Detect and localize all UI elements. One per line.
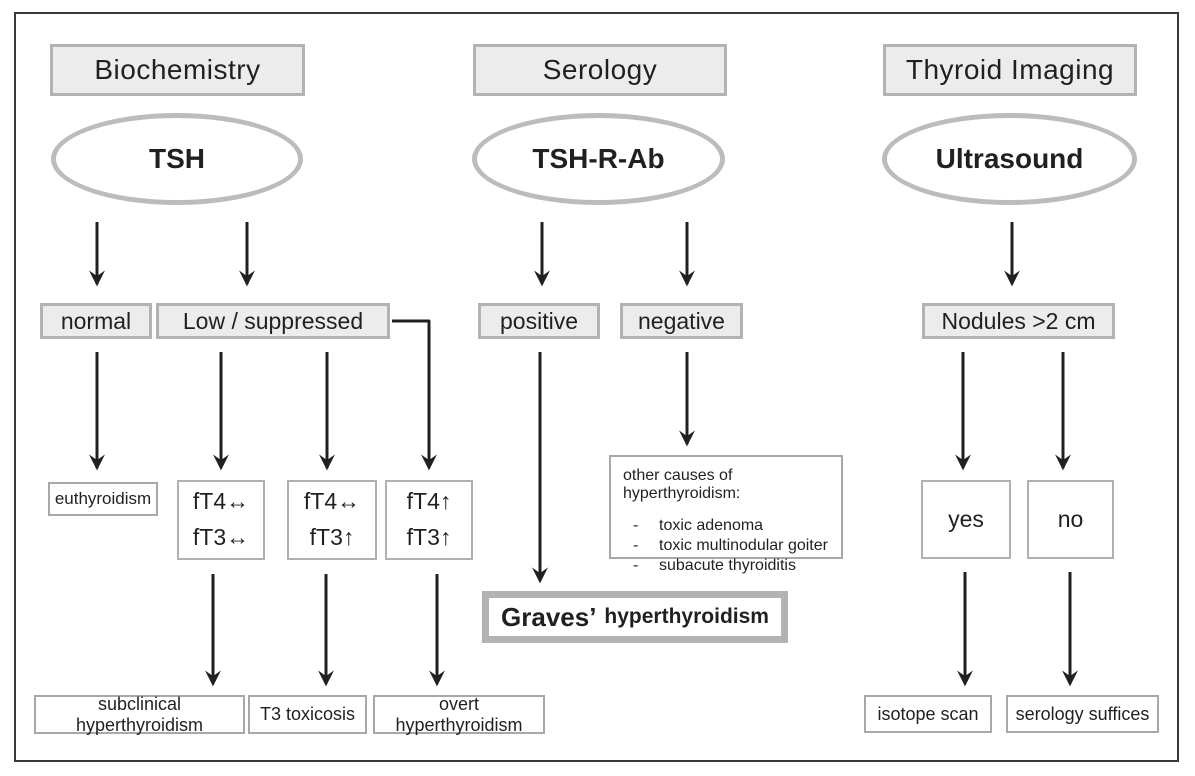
- ellipse-tsh-r-ab: TSH-R-Ab: [472, 113, 725, 205]
- box-negative: negative: [620, 303, 743, 339]
- ft4-line: fT4↔: [192, 488, 250, 515]
- box-ft4-normal-ft3-high: fT4↔ fT3↑: [287, 480, 377, 560]
- ft3-line: fT3↑: [309, 524, 355, 550]
- ellipse-tsh: TSH: [51, 113, 303, 205]
- ft3-line: fT3↑: [406, 524, 452, 550]
- box-yes: yes: [921, 480, 1011, 559]
- box-overt-hyperthyroidism: overt hyperthyroidism: [373, 694, 545, 735]
- graves-emphasis: Graves’: [501, 601, 597, 632]
- box-low-suppressed: Low / suppressed: [156, 303, 390, 339]
- box-normal: normal: [40, 303, 152, 339]
- header-biochemistry: Biochemistry: [50, 44, 305, 96]
- list-item-label: toxic adenoma: [659, 517, 764, 534]
- other-causes-title: other causes of hyperthyroidism:: [623, 467, 741, 502]
- box-euthyroidism: euthyroidism: [48, 482, 158, 516]
- list-item: - subacute thyroiditis: [633, 557, 828, 575]
- box-nodules-2cm: Nodules >2 cm: [922, 303, 1115, 339]
- ft4-line: fT4↔: [303, 488, 361, 515]
- box-serology-suffices: serology suffices: [1006, 695, 1159, 733]
- graves-rest: hyperthyroidism: [604, 605, 769, 628]
- list-item: - toxic multinodular goiter: [633, 537, 828, 555]
- box-graves-hyperthyroidism: Graves’ hyperthyroidism: [482, 591, 788, 643]
- header-serology: Serology: [473, 44, 727, 96]
- box-ft4-ft3-normal: fT4↔ fT3↔: [177, 480, 265, 560]
- bullet-dash: -: [633, 557, 639, 574]
- list-item: - toxic adenoma: [633, 517, 828, 535]
- list-item-label: subacute thyroiditis: [659, 557, 796, 574]
- ft3-line: fT3↔: [192, 524, 250, 550]
- ft4-line: fT4↑: [406, 488, 452, 515]
- box-positive: positive: [478, 303, 600, 339]
- box-no: no: [1027, 480, 1114, 559]
- bullet-dash: -: [633, 517, 639, 534]
- other-causes-list: - toxic adenoma - toxic multinodular goi…: [623, 517, 828, 577]
- box-isotope-scan: isotope scan: [864, 695, 992, 733]
- box-other-causes: other causes of hyperthyroidism: - toxic…: [609, 455, 843, 574]
- bullet-dash: -: [633, 537, 639, 554]
- box-subclinical-hyperthyroidism: subclinical hyperthyroidism: [34, 694, 245, 735]
- box-ft4-high-ft3-high: fT4↑ fT3↑: [385, 480, 473, 560]
- header-thyroid-imaging: Thyroid Imaging: [883, 44, 1137, 96]
- list-item-label: toxic multinodular goiter: [659, 537, 828, 554]
- ellipse-ultrasound: Ultrasound: [882, 113, 1137, 205]
- box-t3-toxicosis: T3 toxicosis: [248, 695, 367, 734]
